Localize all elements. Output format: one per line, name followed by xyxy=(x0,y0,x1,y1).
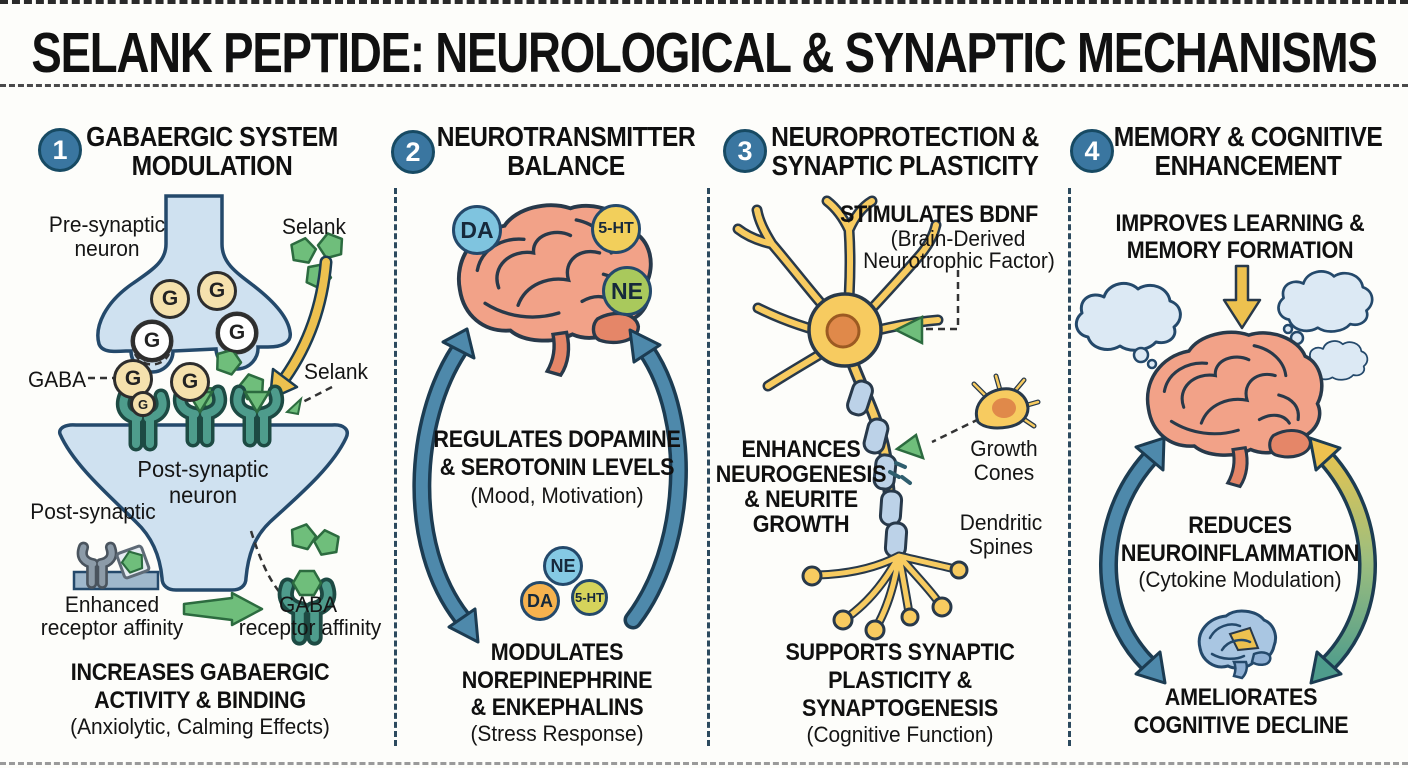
affinity-arrow xyxy=(182,591,264,627)
panel-2-title-line2: BALANCE xyxy=(507,150,625,181)
panel-3-title-line2: SYNAPTIC PLASTICITY xyxy=(771,150,1039,181)
post-synaptic-label: Post-synaptic xyxy=(30,499,156,524)
panel-1-conclusion-line1: INCREASES GABAERGIC xyxy=(70,659,330,686)
panel-1-title-line2: MODULATION xyxy=(131,150,293,181)
bdnf-sub-line1: (Brain-Derived xyxy=(890,226,1026,251)
panel-4-title-line1: MEMORY & COGNITIVE xyxy=(1113,121,1383,152)
gaba-molecule-bound: G xyxy=(130,391,156,417)
panel-2-statement2-sub: (Stress Response) xyxy=(470,721,644,746)
enhances-line1: ENHANCES xyxy=(741,436,861,463)
post-synaptic-neuron-label-line2: neuron xyxy=(168,482,238,508)
enhanced-affinity-label-line2: receptor affinity xyxy=(40,615,184,640)
title-underline-dashed xyxy=(0,84,1408,87)
reduces-sub: (Cytokine Modulation) xyxy=(1138,567,1342,592)
enhances-line3: & NEURITE xyxy=(744,486,858,513)
cycle-arrow-right xyxy=(623,328,688,630)
post-synaptic-neuron-label-line1: Post-synaptic xyxy=(137,456,269,482)
mini-serotonin-badge: 5-HT xyxy=(571,579,608,616)
mini-ne-badge: NE xyxy=(543,546,583,586)
panel-2-statement1-line2: & SEROTONIN LEVELS xyxy=(439,454,675,481)
bdnf-pointer xyxy=(893,270,960,346)
growth-cones-label-line1: Growth xyxy=(970,436,1038,461)
gaba-affinity-vignette xyxy=(286,519,343,637)
neurotransmitter-brain-illustration xyxy=(412,203,688,644)
panel-divider-1 xyxy=(394,188,397,746)
selank-mid-label: Selank xyxy=(304,359,368,384)
thought-cloud-icon xyxy=(1074,281,1182,352)
gaba-vesicle: G xyxy=(150,279,190,319)
pre-synaptic-label-line1: Pre-synaptic xyxy=(48,212,166,237)
panel-1-conclusion-sub: (Anxiolytic, Calming Effects) xyxy=(70,714,330,739)
gaba-molecule: G xyxy=(170,362,210,402)
panel-3-title-line1: NEUROPROTECTION & xyxy=(771,121,1039,152)
norepinephrine-badge: NE xyxy=(602,266,652,316)
panel-1-conclusion-line2: ACTIVITY & BINDING xyxy=(94,687,306,714)
selank-top-label: Selank xyxy=(282,214,346,239)
panel-2-statement2-line1: MODULATES xyxy=(490,639,624,666)
dopamine-badge: DA xyxy=(452,205,502,255)
selank-binding-pointer xyxy=(284,385,333,416)
thought-cloud-icon xyxy=(1277,270,1374,333)
panel-3-conclusion-sub: (Cognitive Function) xyxy=(806,722,994,747)
panel-2-statement1-line1: REGULATES DOPAMINE xyxy=(433,426,681,453)
top-dashed-border xyxy=(0,0,1408,4)
panel-2-statement2-line3: & ENKEPHALINS xyxy=(470,694,644,721)
panel-4-number-badge: 4 xyxy=(1070,129,1114,173)
cycle-arrow-right-gradient xyxy=(1308,436,1377,685)
mini-da-badge: DA xyxy=(520,581,560,621)
panel-divider-3 xyxy=(1068,188,1071,746)
gaba-vesicle-releasing: G xyxy=(217,313,257,353)
gaba-label: GABA xyxy=(27,367,87,392)
axon-terminals xyxy=(801,551,969,641)
growth-cones-label-line2: Cones xyxy=(973,460,1035,485)
ameliorates-line1: AMELIORATES xyxy=(1164,684,1318,711)
panel-2-number-badge: 2 xyxy=(391,130,435,174)
bdnf-sub-line2: Neurotrophic Factor) xyxy=(863,248,1055,273)
myelin-sheath xyxy=(846,379,909,559)
pre-synaptic-label-line2: neuron xyxy=(74,236,140,261)
gaba-molecule: G xyxy=(113,359,153,399)
growth-cone-icon xyxy=(888,373,1041,485)
gaba-affinity-label-line2: receptor affinity xyxy=(238,615,382,640)
dendritic-spines-label-line1: Dendritic xyxy=(959,510,1043,535)
panel-divider-2 xyxy=(707,188,710,746)
panel-4-title-line2: ENHANCEMENT xyxy=(1154,150,1342,181)
improves-line2: MEMORY FORMATION xyxy=(1126,237,1354,264)
bdnf-statement: STIMULATES BDNF xyxy=(839,201,1039,228)
reduces-line2: NEUROINFLAMMATION xyxy=(1120,540,1360,567)
cycle-arrow-left xyxy=(412,327,480,644)
gaba-vesicle-releasing: G xyxy=(132,321,172,361)
panel-3-conclusion-line3: SYNAPTOGENESIS xyxy=(802,695,998,722)
panel-2-statement1-sub: (Mood, Motivation) xyxy=(470,483,644,508)
memory-brain-illustration xyxy=(1074,264,1377,685)
enhanced-affinity-label-line1: Enhanced xyxy=(64,592,160,617)
membrane-receptor-vignette xyxy=(72,545,160,591)
panel-1-title-line1: GABAERGIC SYSTEM xyxy=(86,121,338,152)
gaba-affinity-label-line1: GABA xyxy=(278,592,338,617)
enhances-line2: NEUROGENESIS xyxy=(715,461,887,488)
improves-line1: IMPROVES LEARNING & xyxy=(1115,210,1365,237)
page-title: SELANK PEPTIDE: NEUROLOGICAL & SYNAPTIC … xyxy=(31,21,1377,85)
ameliorates-line2: COGNITIVE DECLINE xyxy=(1133,712,1349,739)
synapse-illustration xyxy=(57,194,349,637)
neuron-illustration xyxy=(732,195,1041,641)
panel-2-statement2-line2: NOREPINEPHRINE xyxy=(461,667,653,694)
small-brain-icon xyxy=(1197,609,1278,680)
panel-1-number-badge: 1 xyxy=(38,128,82,172)
dendritic-spines-label-line2: Spines xyxy=(969,534,1033,559)
panel-2-title-line1: NEUROTRANSMITTER xyxy=(436,121,696,152)
enhances-line4: GROWTH xyxy=(752,511,850,538)
post-synaptic-neuron-shape xyxy=(57,423,349,592)
gaba-vesicle: G xyxy=(197,271,237,311)
reduces-line1: REDUCES xyxy=(1188,512,1292,539)
serotonin-badge: 5-HT xyxy=(591,204,641,254)
bottom-dashed-border xyxy=(0,762,1408,765)
panel-3-conclusion-line2: PLASTICITY & xyxy=(828,667,972,694)
cycle-arrow-left-blue xyxy=(1099,436,1167,685)
panel-3-number-badge: 3 xyxy=(723,129,767,173)
panel-3-conclusion-line1: SUPPORTS SYNAPTIC xyxy=(785,639,1015,666)
nucleus xyxy=(825,313,861,349)
down-arrow xyxy=(1222,264,1262,330)
